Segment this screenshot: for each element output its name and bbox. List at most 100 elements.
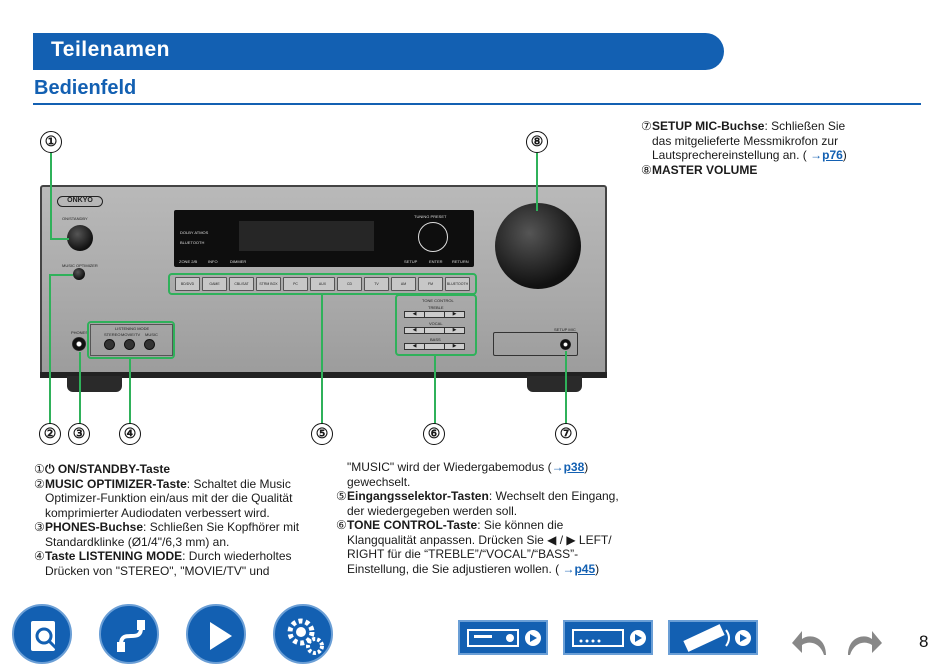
music-optimizer-button[interactable] — [73, 268, 85, 280]
leader-line-2b — [49, 274, 73, 276]
section-subtitle: Bedienfeld — [34, 77, 137, 99]
leader-line-6 — [434, 356, 436, 424]
tuning-preset-label: TUNING PRESET — [414, 214, 447, 219]
vocal-right-button[interactable]: ▶ — [444, 327, 465, 334]
listening-mode-group: LISTENING MODE STEREO MOVIE/TV MUSIC — [90, 324, 173, 356]
page-number: 8 — [919, 632, 929, 651]
treble-right-button[interactable]: ▶ — [444, 311, 465, 318]
selector-aux[interactable]: AUX — [310, 277, 335, 291]
callout-6: ⑥ — [423, 423, 445, 445]
playback-icon[interactable] — [186, 604, 246, 664]
description-middle: "MUSIC" wird der Wiedergabemodus (→p38) … — [336, 460, 621, 576]
link-p38[interactable]: →p38 — [551, 460, 585, 474]
leader-line-1b — [50, 238, 69, 240]
callout-2: ② — [39, 423, 61, 445]
phones-jack[interactable] — [72, 337, 86, 351]
zone-button[interactable]: ZONE 2/B — [179, 259, 198, 264]
leader-line-3 — [79, 352, 81, 424]
callout-8: ⑧ — [526, 131, 548, 153]
leader-line-8 — [536, 153, 538, 211]
setup-button[interactable]: SETUP — [404, 259, 418, 264]
tone-control-highlight — [395, 294, 477, 356]
title-divider — [33, 103, 921, 105]
settings-gear-icon[interactable] — [273, 604, 333, 664]
selector-game[interactable]: GAME — [202, 277, 227, 291]
selector-strm-box[interactable]: STRM BOX — [256, 277, 281, 291]
section-banner: Teilenamen — [33, 33, 724, 70]
enter-button[interactable]: ENTER — [429, 259, 443, 264]
lm-movie-label: MOVIE/TV — [121, 332, 141, 337]
leader-line-5 — [321, 295, 323, 424]
item-4-continued: "MUSIC" wird der Wiedergabemodus (→p38) … — [347, 460, 589, 489]
manual-index-icon[interactable] — [12, 604, 72, 664]
page-title: Teilenamen — [51, 38, 170, 61]
vocal-label: VOCAL — [429, 321, 443, 326]
selector-highlight — [168, 273, 477, 295]
input-selector-row: BD/DVD GAME CBL/SAT STRM BOX PC AUX CD T… — [171, 275, 476, 295]
front-panel-nav-icon[interactable] — [458, 620, 548, 655]
stereo-button[interactable] — [104, 339, 115, 350]
callout-3: ③ — [68, 423, 90, 445]
connection-icon[interactable] — [99, 604, 159, 664]
dimmer-button[interactable]: DIMMER — [230, 259, 247, 264]
music-button[interactable] — [144, 339, 155, 350]
selector-cd[interactable]: CD — [337, 277, 362, 291]
onkyo-logo: ONKYO — [57, 196, 103, 207]
rear-panel-nav-icon[interactable] — [563, 620, 653, 655]
leader-line-2 — [49, 274, 51, 424]
item-1: ①⏻ ON/STANDBY-Taste — [34, 462, 171, 476]
callout-4: ④ — [119, 423, 141, 445]
display-window — [239, 221, 374, 251]
return-button[interactable]: RETURN — [452, 259, 469, 264]
remote-nav-icon[interactable] — [668, 620, 758, 655]
forward-arrow-icon[interactable] — [842, 625, 884, 664]
phones-label: PHONES — [71, 330, 88, 335]
lm-stereo-label: STEREO — [104, 332, 121, 337]
selector-bluetooth[interactable]: BLUETOOTH — [445, 277, 470, 291]
link-p76[interactable]: →p76 — [810, 148, 843, 162]
listening-mode-label: LISTENING MODE — [115, 326, 150, 331]
callout-7: ⑦ — [555, 423, 577, 445]
front-display: DOLBY ATMOS BLUETOOTH TUNING PRESET ZONE… — [174, 210, 474, 267]
bluetooth-indicator: BLUETOOTH — [180, 240, 205, 245]
callout-1: ① — [40, 131, 62, 153]
callout-5: ⑤ — [311, 423, 333, 445]
bass-right-button[interactable]: ▶ — [444, 343, 465, 350]
receiver-base — [40, 372, 607, 378]
movie-tv-button[interactable] — [124, 339, 135, 350]
leader-line-4 — [129, 359, 131, 424]
leader-line-7 — [565, 351, 567, 424]
dolby-indicator: DOLBY ATMOS — [180, 230, 209, 235]
selector-am[interactable]: AM — [391, 277, 416, 291]
music-optimizer-label: MUSIC OPTIMIZER — [62, 263, 98, 268]
selector-fm[interactable]: FM — [418, 277, 443, 291]
selector-pc[interactable]: PC — [283, 277, 308, 291]
on-standby-button[interactable] — [67, 225, 93, 251]
back-arrow-icon[interactable] — [790, 625, 832, 664]
master-volume-knob[interactable] — [495, 203, 581, 289]
selector-cbl-sat[interactable]: CBL/SAT — [229, 277, 254, 291]
lm-music-label: MUSIC — [145, 332, 158, 337]
treble-label: TREBLE — [428, 305, 444, 310]
listening-mode-highlight — [87, 321, 175, 359]
link-p45[interactable]: →p45 — [562, 561, 596, 576]
selector-tv[interactable]: TV — [364, 277, 389, 291]
setup-mic-jack[interactable] — [560, 339, 571, 350]
setup-mic-label: SETUP MIC — [554, 327, 576, 332]
info-button[interactable]: INFO — [208, 259, 218, 264]
selector-bd-dvd[interactable]: BD/DVD — [175, 277, 200, 291]
leader-line-1 — [50, 153, 52, 239]
on-standby-label: ON/STANDBY — [62, 216, 88, 221]
receiver-foot-right — [527, 376, 582, 392]
tuning-preset-dial[interactable] — [418, 222, 448, 252]
receiver-foot-left — [67, 376, 122, 392]
bass-label: BASS — [430, 337, 441, 342]
